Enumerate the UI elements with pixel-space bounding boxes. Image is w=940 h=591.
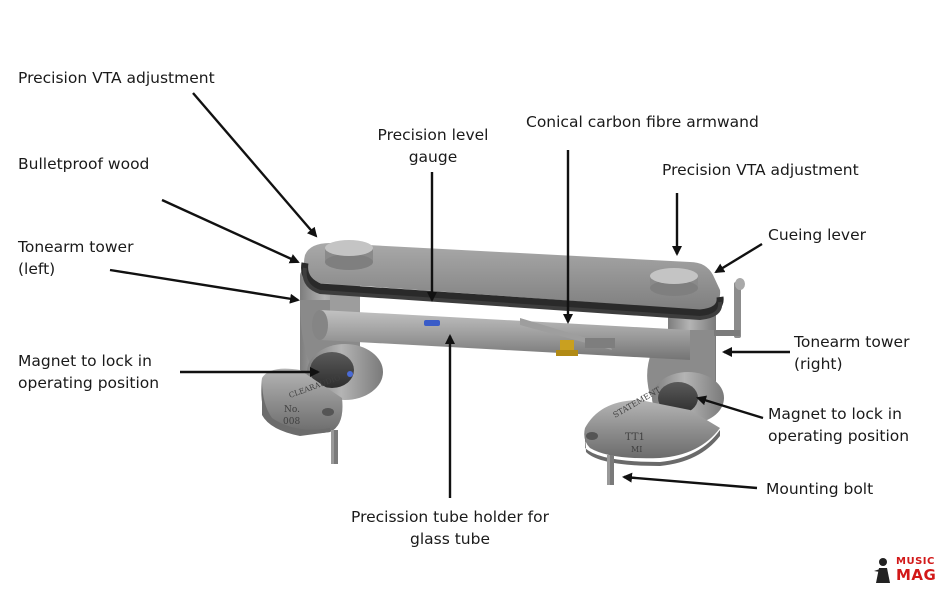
label-tube-holder-line2: glass tube [410, 530, 490, 548]
engraving-right-model: TT1 [625, 432, 645, 443]
engraving-right-sub: MI [631, 445, 642, 454]
label-tower-left-line1: Tonearm tower [18, 238, 134, 256]
left-magnet-housing [307, 344, 383, 400]
top-beam [301, 243, 724, 321]
arrow-tower-left [109, 268, 300, 304]
label-level-gauge-line1: Precision level [377, 126, 489, 144]
label-magnet-right-line2: operating position [768, 427, 910, 445]
arrow-cueing-lever [714, 242, 763, 274]
arrow-mounting-bolt [622, 472, 758, 490]
label-tube-holder-line1: Precission tube holder for [351, 508, 549, 526]
label-level-gauge-line2: gauge [408, 148, 458, 166]
label-mounting-bolt: Mounting bolt [766, 480, 874, 498]
engraving-left-no: No. [284, 405, 300, 415]
arrow-magnet-right [696, 395, 764, 420]
watermark-line1: MUSIC [896, 556, 935, 567]
label-vta-left: Precision VTA adjustment [18, 69, 215, 87]
watermark-figure-icon [874, 558, 890, 583]
arrow-vta-left [192, 92, 318, 238]
label-bulletproof-wood: Bulletproof wood [18, 155, 150, 173]
cueing-lever [714, 278, 745, 338]
label-armwand: Conical carbon fibre armwand [526, 113, 759, 131]
vta-knob-right [650, 268, 698, 296]
armwand [520, 318, 615, 356]
engraving-left-num: 008 [283, 417, 300, 427]
label-magnet-left-line2: operating position [18, 374, 160, 392]
label-tower-right-line2: (right) [794, 355, 843, 373]
left-base-plate [261, 368, 343, 464]
arrow-bulletproof-wood [161, 198, 300, 264]
label-tower-left-line2: (left) [18, 260, 56, 278]
label-vta-right: Precision VTA adjustment [662, 161, 859, 179]
right-base-plate [584, 400, 720, 485]
label-cueing-lever: Cueing lever [768, 226, 867, 244]
label-magnet-right-line1: Magnet to lock in [768, 405, 902, 423]
label-tower-right-line1: Tonearm tower [794, 333, 910, 351]
watermark-line2: MAG [896, 566, 937, 584]
label-magnet-left-line1: Magnet to lock in [18, 352, 152, 370]
vta-knob-left [325, 240, 373, 270]
watermark: MUSIC MAG [872, 556, 937, 584]
